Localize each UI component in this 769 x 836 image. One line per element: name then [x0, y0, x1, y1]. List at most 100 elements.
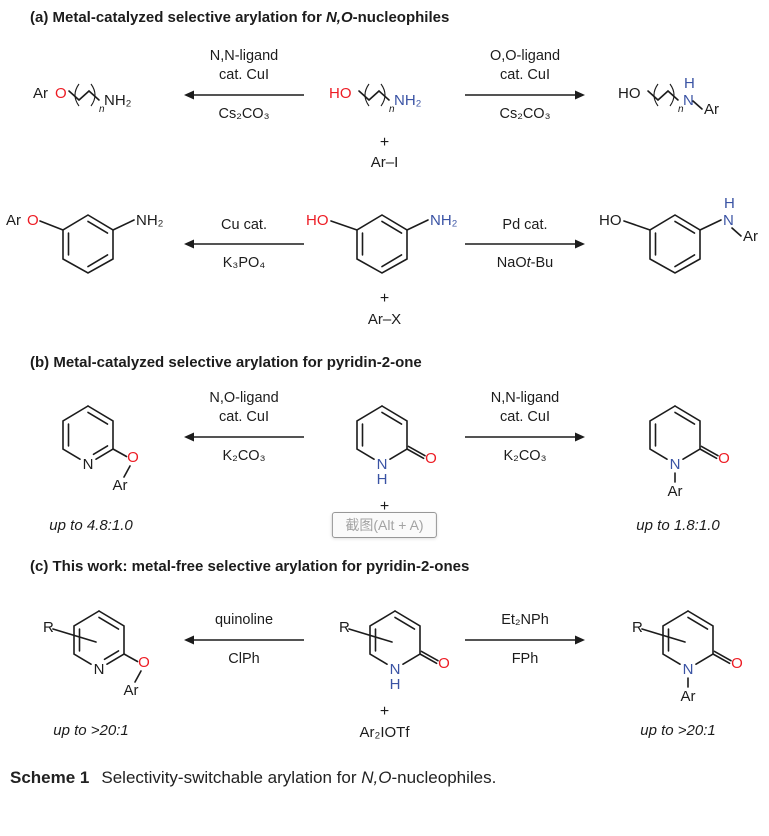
ring-bond: [687, 610, 714, 666]
o-atom: O: [27, 212, 39, 229]
reaction-row-c: R N O Ar up to >20:1 quinoline: [0, 588, 769, 742]
n-atom: N: [723, 212, 734, 229]
n-atom: N: [683, 661, 694, 678]
condition-line: N,O-ligand: [209, 390, 279, 407]
subscript-n: n: [99, 104, 105, 115]
bond: [405, 219, 429, 232]
condition-line: cat. CuI: [219, 409, 269, 426]
ho-label: HO: [618, 85, 641, 102]
reaction-row-a2: Ar O NH₂ Cu cat. K₃PO₄ HO: [0, 186, 769, 329]
bond: [418, 653, 437, 665]
double-bond: [103, 650, 120, 661]
condition-line: ClPh: [228, 651, 260, 668]
arrow-block-a2-right: Pd cat. NaOt-Bu: [461, 186, 589, 273]
condition-part: -Bu: [530, 255, 554, 272]
left-reaction-arrow: [184, 432, 304, 442]
reagent-label: Ar–I: [370, 153, 399, 171]
subscript-n: n: [389, 104, 395, 115]
arrow-block-b-left: N,O-ligand cat. CuI K₂CO₃: [180, 383, 308, 466]
arrowhead: [184, 239, 194, 249]
o-atom: O: [718, 450, 730, 467]
section-a-heading: (a) Metal-catalyzed selective arylation …: [30, 8, 769, 28]
condition-part: NaO: [496, 255, 527, 272]
bond: [699, 219, 722, 232]
n-atom: N: [389, 661, 400, 678]
o-atom: O: [731, 655, 743, 672]
double-bond: [420, 650, 439, 662]
arrow-block-c-left: quinoline ClPh: [180, 588, 308, 669]
left-reaction-arrow: [184, 90, 304, 99]
chain-structure-svg: HO n NH₂: [329, 83, 421, 115]
condition-line: Cs₂CO₃: [499, 105, 551, 122]
condition-line: cat. CuI: [500, 409, 550, 426]
condition-line: Cs₂CO₃: [218, 105, 270, 122]
double-bond: [87, 254, 109, 268]
pyridine-structure-svg: R N O Ar: [43, 610, 150, 699]
condition-line: Cu cat.: [221, 216, 267, 233]
ar-label: Ar: [704, 101, 719, 118]
condition-line: quinoline: [214, 612, 274, 629]
ring-bond: [662, 610, 689, 666]
condition-part-italic: t: [526, 255, 531, 272]
arrowhead: [575, 90, 585, 99]
arrow-block-c-right: Et₂NPh FPh: [461, 588, 589, 669]
bond: [692, 99, 703, 110]
paren: [380, 83, 386, 106]
bond: [405, 448, 424, 459]
arrowhead: [575, 635, 585, 645]
ring-bond: [368, 610, 396, 666]
ring-bond: [87, 405, 114, 460]
struct-n-arylpyridinone: N Ar O up to 1.8:1.0: [589, 383, 767, 534]
benzene-structure-svg: HO NH₂: [306, 212, 457, 275]
paren: [90, 83, 96, 106]
condition-line: K₂CO₃: [222, 447, 266, 464]
arrow-block-b-right: N,N-ligand cat. CuI K₂CO₃: [461, 383, 589, 466]
h-atom: H: [389, 676, 400, 693]
section-b-heading: (b) Metal-catalyzed selective arylation …: [30, 354, 422, 372]
double-bond: [674, 411, 696, 425]
r-label: R: [632, 619, 643, 636]
n-atom: N: [670, 456, 681, 473]
heading-a-tail: -nucleophiles: [352, 9, 450, 26]
nh2-label: NH₂: [136, 212, 164, 229]
ar-label: Ar: [33, 85, 48, 102]
ho-label: HO: [306, 212, 329, 229]
chain-structure-svg: Ar O n NH₂: [33, 83, 132, 115]
benzene-structure-svg: Ar O NH₂: [6, 212, 164, 275]
condition-line: Et₂NPh: [501, 612, 549, 629]
bond: [112, 448, 128, 458]
condition-line: K₃PO₄: [222, 255, 266, 272]
ar-label: Ar: [124, 682, 139, 699]
substrate-pyridinone-r-column: R N H O + Ar₂IOTf: [308, 588, 461, 742]
pyridine-structure-svg: R N Ar O: [632, 610, 743, 705]
double-bond: [87, 411, 109, 425]
ratio-label: up to >20:1: [640, 722, 716, 740]
ring-bond: [380, 405, 408, 460]
reaction-row-a1: Ar O n NH₂ N,N-ligand cat. CuI Cs₂CO₃: [0, 36, 769, 173]
bond: [647, 89, 679, 101]
bond: [712, 653, 731, 665]
struct-n-arylated-aminoalcohol: HO n N H Ar: [589, 36, 767, 120]
n-atom: N: [376, 456, 387, 473]
ar-label: Ar: [668, 483, 683, 500]
condition-line: O,O-ligand: [489, 47, 561, 64]
bond: [68, 89, 100, 101]
ho-label: HO: [329, 85, 352, 102]
ar-label: Ar: [681, 688, 696, 705]
o-atom: O: [425, 450, 437, 467]
double-bond: [92, 444, 109, 455]
ar-label: Ar: [6, 212, 21, 229]
ring-bond: [355, 405, 383, 460]
substrate-aminoalcohol-column: HO n NH₂ + Ar–I: [308, 36, 461, 173]
reagent-label: Ar₂IOTf: [359, 723, 410, 741]
paren: [669, 83, 675, 106]
right-reaction-arrow: [465, 239, 585, 249]
condition-line: N,N-ligand: [209, 47, 279, 64]
subscript-n: n: [678, 104, 684, 115]
double-bond: [380, 411, 402, 425]
reagent-label: Ar–X: [367, 310, 402, 328]
benzene-structure-svg: HO N H Ar: [599, 195, 758, 275]
condition-line: N,N-ligand: [490, 390, 560, 407]
ring-bond: [674, 405, 701, 460]
